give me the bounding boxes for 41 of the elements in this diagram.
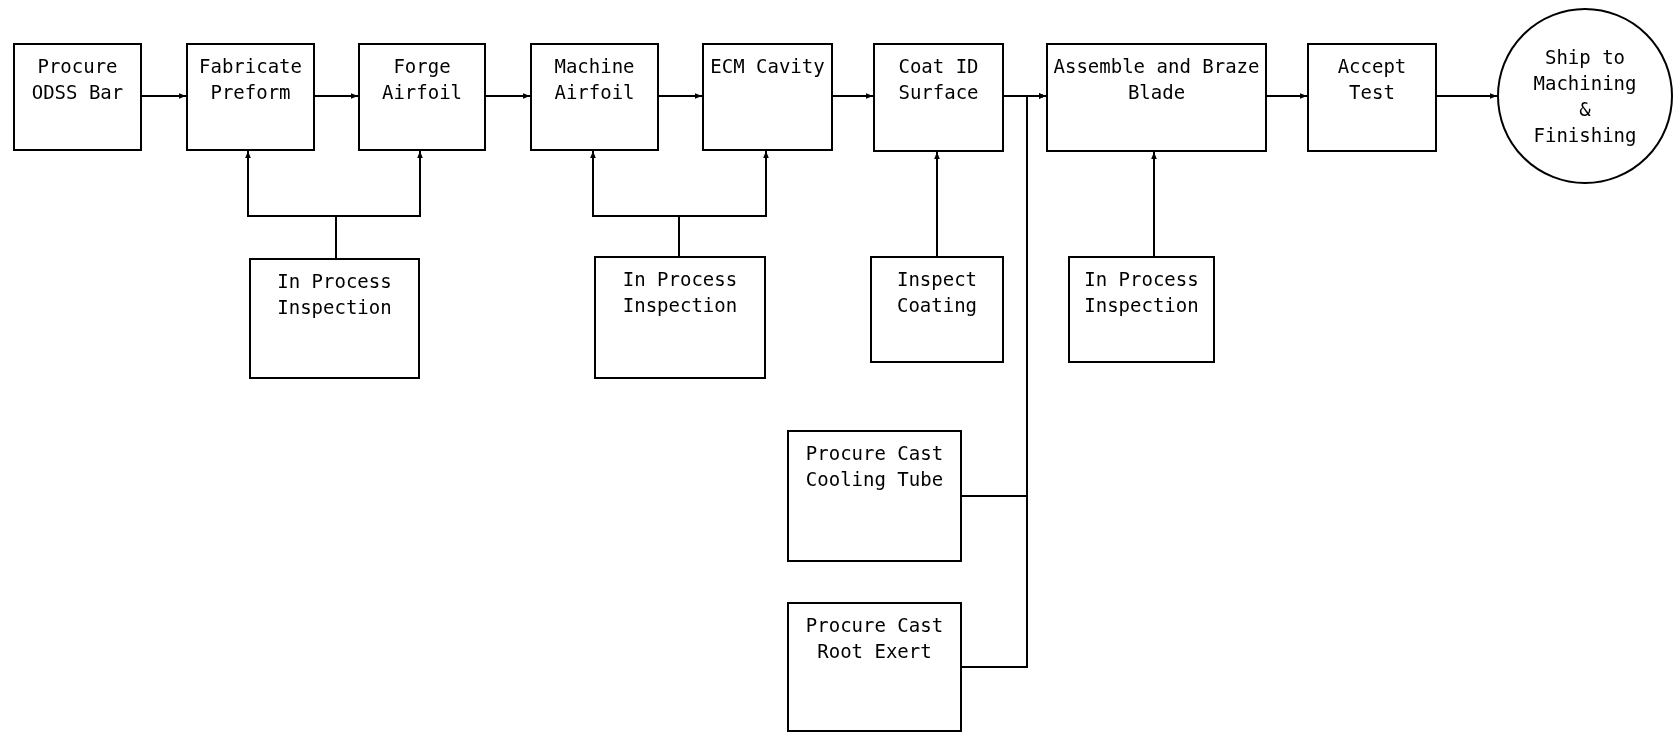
box-label: Accept Test xyxy=(1336,54,1408,105)
box-label: Procure Cast Cooling Tube xyxy=(804,441,945,492)
box-label: Procure Cast Root Exert xyxy=(804,613,945,664)
arrow xyxy=(141,93,187,99)
process-box xyxy=(530,43,659,151)
arrow xyxy=(335,150,423,259)
process-box xyxy=(249,258,420,379)
process-box xyxy=(358,43,486,151)
arrow xyxy=(961,93,1047,668)
process-box xyxy=(13,43,142,151)
arrow xyxy=(1266,93,1308,99)
arrow xyxy=(678,150,769,257)
box-label: Inspect Coating xyxy=(895,267,979,318)
box-label: Ship to Machining & Finishing xyxy=(1532,45,1638,148)
process-box xyxy=(787,430,962,562)
process-box xyxy=(186,43,315,151)
arrow xyxy=(485,93,531,99)
box-label: In Process Inspection xyxy=(621,267,739,318)
arrow xyxy=(658,93,703,99)
arrow xyxy=(832,93,874,99)
process-box xyxy=(1307,43,1437,152)
box-label: Fabricate Preform xyxy=(198,54,303,105)
box-label: Machine Airfoil xyxy=(553,54,636,105)
box-label: Forge Airfoil xyxy=(380,54,464,105)
process-box xyxy=(1046,43,1267,152)
arrow xyxy=(1151,151,1157,257)
process-box xyxy=(870,256,1004,363)
arrow xyxy=(934,151,940,257)
arrow xyxy=(1436,93,1498,99)
box-label: Coat ID Surface xyxy=(897,54,980,105)
box-label: In Process Inspection xyxy=(1083,267,1200,318)
process-box xyxy=(873,43,1004,152)
box-label: Procure ODSS Bar xyxy=(30,54,125,105)
process-box xyxy=(594,256,766,379)
process-box xyxy=(702,43,833,151)
process-box xyxy=(787,602,962,732)
box-label: In Process Inspection xyxy=(276,269,393,320)
arrow xyxy=(314,93,359,99)
box-label: ECM Cavity xyxy=(710,54,825,79)
box-label: Assemble and Braze Blade xyxy=(1052,54,1261,105)
process-box xyxy=(1068,256,1215,363)
